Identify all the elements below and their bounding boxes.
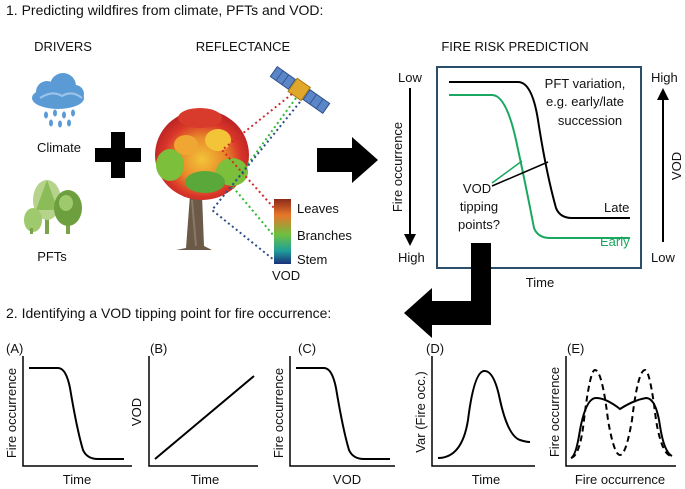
prediction-y-high: High — [398, 250, 425, 265]
pfts-label: PFTs — [37, 249, 67, 264]
panel-b-letter: (B) — [150, 341, 167, 356]
prediction-right-low: Low — [651, 250, 675, 265]
band-stem-label: Stem — [297, 252, 327, 267]
panel-e-solid-curve — [570, 396, 673, 459]
tipping-line1: VOD — [463, 181, 491, 196]
band-branches-label: Branches — [297, 228, 352, 243]
up-arrow-icon — [657, 88, 669, 100]
plus-icon — [95, 132, 141, 178]
pft-note-line2: e.g. early/late — [546, 94, 624, 109]
drivers-heading: DRIVERS — [34, 39, 92, 54]
prediction-right-high: High — [651, 70, 678, 85]
reflectance-heading: REFLECTANCE — [196, 39, 291, 54]
panel-a-xlabel: Time — [63, 472, 91, 487]
prediction-y-low: Low — [398, 70, 422, 85]
panel-c: (C) Fire occurrence VOD — [271, 341, 395, 487]
tipping-pointer-early — [491, 160, 523, 184]
panel-d-letter: (D) — [426, 341, 444, 356]
panel-a-ylabel: Fire occurrence — [4, 368, 19, 458]
reflectance-rays — [210, 93, 301, 261]
panel-e-dashed-curve — [570, 368, 673, 459]
satellite-icon — [269, 66, 331, 114]
panel-a-axes — [22, 356, 132, 467]
panel-e-xlabel: Fire occurrence — [575, 472, 665, 487]
trees-icon — [24, 180, 82, 234]
reflectance-colorbar — [274, 199, 291, 264]
panel-a-letter: (A) — [6, 341, 23, 356]
late-label: Late — [604, 200, 629, 215]
panel-e-ylabel: Fire occurrence — [547, 367, 562, 457]
prediction-late-curve — [449, 81, 630, 219]
panel-b-axes — [148, 356, 258, 467]
pft-note-line1: PFT variation, — [545, 76, 626, 91]
prediction-early-curve — [449, 94, 630, 239]
panel-b-line — [154, 375, 255, 460]
panel-a-curve — [29, 367, 124, 460]
panel-b-xlabel: Time — [191, 472, 219, 487]
tree-icon — [155, 108, 249, 250]
prediction-right-axis-label: VOD — [669, 152, 684, 180]
section2-title: 2. Identifying a VOD tipping point for f… — [6, 305, 331, 321]
panel-d-axes — [431, 356, 535, 467]
prediction-y-axis-label: Fire occurrence — [390, 122, 405, 212]
panel-d: (D) Var (Fire occ.) Time — [413, 341, 535, 487]
panel-a: (A) Fire occurrence Time — [4, 341, 132, 487]
panel-d-ylabel: Var (Fire occ.) — [413, 371, 428, 452]
down-left-arrow-icon — [404, 243, 491, 338]
panel-c-xlabel: VOD — [333, 472, 361, 487]
tipping-line2: tipping — [460, 199, 498, 214]
band-leaves-label: Leaves — [297, 201, 339, 216]
climate-label: Climate — [37, 140, 81, 155]
prediction-x-axis-label: Time — [526, 275, 554, 290]
tipping-line3: points? — [458, 217, 500, 232]
panel-b: (B) VOD Time — [129, 341, 258, 487]
panel-e-letter: (E) — [567, 341, 584, 356]
right-arrow-icon — [317, 137, 378, 183]
panel-c-axes — [289, 356, 395, 467]
panel-e: (E) Fire occurrence Fire occurrence — [547, 341, 676, 487]
prediction-heading: FIRE RISK PREDICTION — [441, 39, 588, 54]
rain-cloud-icon — [32, 73, 84, 128]
vod-label: VOD — [272, 268, 300, 283]
panel-e-axes — [565, 356, 676, 467]
panel-d-xlabel: Time — [472, 472, 500, 487]
early-label: Early — [600, 234, 630, 249]
pft-note-line3: succession — [558, 113, 622, 128]
prediction-box — [436, 66, 642, 269]
panel-c-letter: (C) — [298, 341, 316, 356]
tipping-pointer-late — [491, 161, 549, 187]
panel-d-curve — [437, 370, 531, 459]
panel-b-ylabel: VOD — [129, 398, 144, 426]
panel-c-curve — [296, 367, 390, 460]
panel-c-ylabel: Fire occurrence — [271, 368, 286, 458]
down-arrow-icon — [404, 234, 416, 246]
section1-title: 1. Predicting wildfires from climate, PF… — [6, 2, 323, 18]
